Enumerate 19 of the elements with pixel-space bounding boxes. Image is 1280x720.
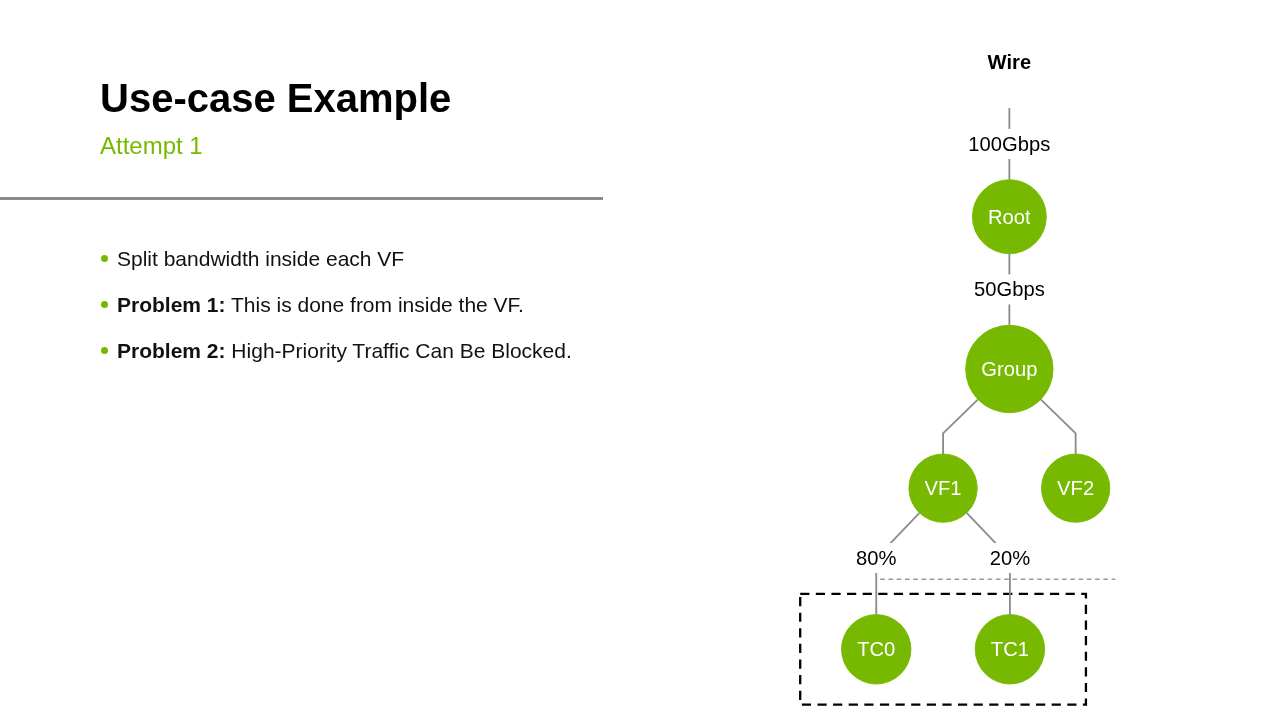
node-text: Wire xyxy=(987,50,1032,74)
node-circle: Root xyxy=(971,179,1047,255)
connector xyxy=(942,398,979,455)
bullet-text: Problem 1: This is done from inside the VF. xyxy=(117,292,524,318)
edge-label: 50Gbps xyxy=(973,277,1045,301)
node-circle: VF1 xyxy=(908,453,978,523)
bullet-text: Problem 2: High-Priority Traffic Can Be Blocked. xyxy=(117,338,572,364)
bullet-text: Split bandwidth inside each VF xyxy=(117,246,405,272)
node-circle: TC0 xyxy=(841,614,912,685)
slide-title: Use-case Example xyxy=(100,76,452,121)
node-circle: VF2 xyxy=(1041,453,1111,523)
connector xyxy=(1039,398,1077,455)
edge-label: 100Gbps xyxy=(968,132,1051,156)
edge-label: 80% xyxy=(856,546,897,570)
cluster xyxy=(799,592,1088,706)
node-circle: Group xyxy=(965,324,1054,414)
node-circle: TC1 xyxy=(974,614,1046,685)
edge-label: 20% xyxy=(989,546,1031,570)
subtitle: Attempt 1 xyxy=(100,132,203,160)
